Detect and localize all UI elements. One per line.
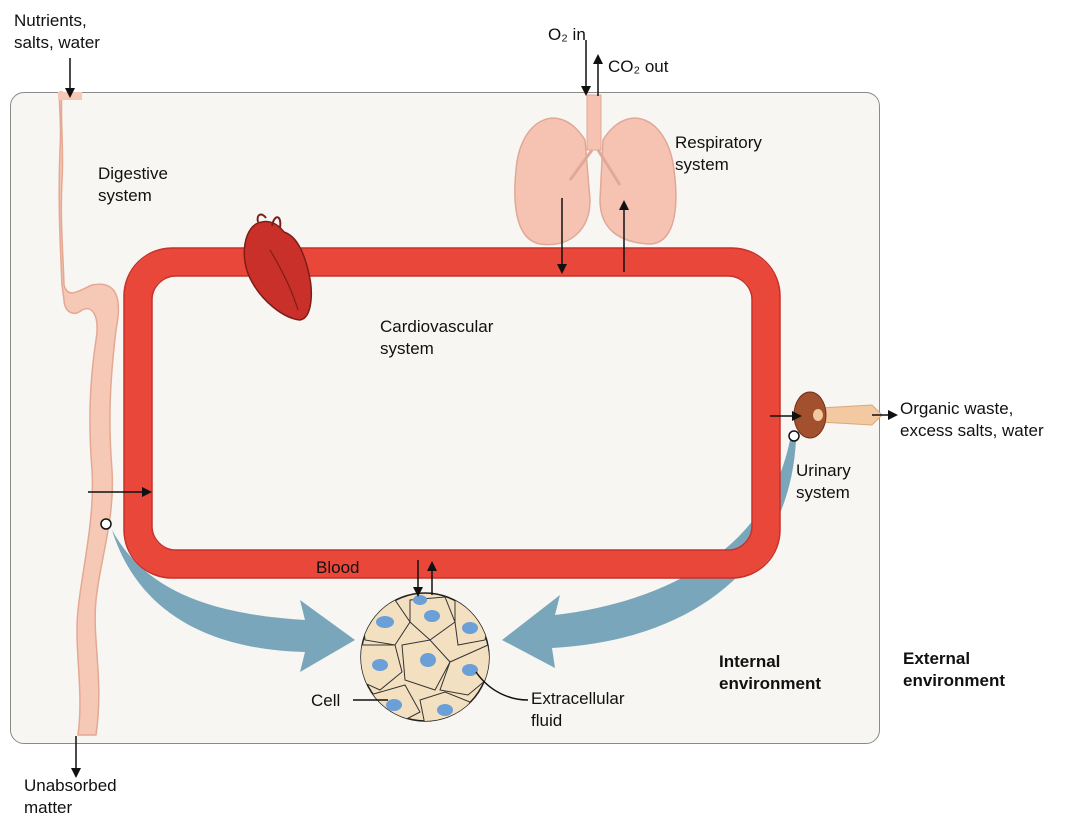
respiratory-label: Respiratory system	[675, 132, 762, 176]
extracellular-fluid-label: Extracellular fluid	[531, 688, 625, 732]
cardiovascular-loop	[138, 262, 766, 564]
cardiovascular-label: Cardiovascular system	[380, 316, 493, 360]
digestive-exchange-point	[101, 519, 111, 529]
lungs-icon	[515, 95, 676, 245]
internal-environment-label: Internal environment	[719, 651, 821, 695]
heart-icon	[244, 215, 311, 320]
cardiovascular-loop-outer-edge	[124, 248, 780, 578]
unabsorbed-label: Unabsorbed matter	[24, 775, 117, 819]
organic-waste-label: Organic waste, excess salts, water	[900, 398, 1044, 442]
urinary-exchange-point	[789, 431, 799, 441]
o2-in-label: O₂ in	[548, 24, 586, 46]
urinary-label: Urinary system	[796, 460, 851, 504]
cell-label: Cell	[311, 690, 340, 712]
digestive-label: Digestive system	[98, 163, 168, 207]
kidney-icon	[794, 392, 882, 438]
cell-cluster	[358, 593, 492, 725]
nutrients-label: Nutrients, salts, water	[14, 10, 100, 54]
co2-out-label: CO₂ out	[608, 56, 668, 78]
blood-label: Blood	[316, 557, 359, 579]
external-environment-label: External environment	[903, 648, 1005, 692]
